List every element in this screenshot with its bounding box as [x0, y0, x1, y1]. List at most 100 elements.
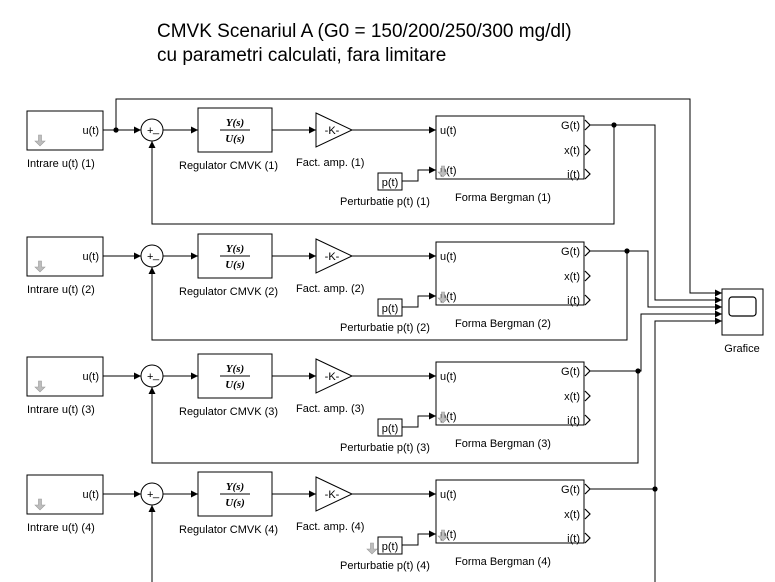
input-label-1: Intrare u(t) (1) [27, 158, 95, 170]
tf-numerator: Y(s) [226, 117, 244, 129]
tf-numerator: Y(s) [226, 243, 244, 255]
arrowhead [715, 289, 722, 297]
bergman-out-x: x(t) [564, 271, 580, 283]
sum-minus-sign: _ [152, 249, 160, 261]
wire-perturbation-2 [402, 295, 436, 308]
arrowhead [148, 505, 156, 512]
input-block-2[interactable]: u(t) [26, 236, 104, 277]
output-port-chevron [584, 390, 591, 402]
bergman-label-2: Forma Bergman (2) [455, 318, 551, 330]
output-port-chevron [584, 168, 591, 180]
wire-feedback-3 [151, 371, 639, 464]
tf-denominator: U(s) [225, 379, 245, 391]
arrowhead [715, 310, 722, 318]
input-label-3: Intrare u(t) (3) [27, 404, 95, 416]
tf-numerator: Y(s) [226, 363, 244, 375]
title-line-2: cu parametri calculati, fara limitare [157, 45, 447, 66]
wire-to-scope-2 [627, 250, 722, 308]
output-port-chevron [584, 483, 591, 495]
sum-plus-sign: + [147, 251, 153, 263]
arrowhead [429, 412, 436, 420]
arrowhead [429, 490, 436, 498]
down-arrow-icon [34, 380, 46, 393]
arrowhead [191, 126, 198, 134]
output-port-chevron [584, 294, 591, 306]
bergman-label-3: Forma Bergman (3) [455, 438, 551, 450]
output-port-chevron [584, 144, 591, 156]
bergman-out-g: G(t) [561, 246, 580, 258]
gain-name-1: Fact. amp. (1) [296, 157, 364, 169]
gain-name-4: Fact. amp. (4) [296, 521, 364, 533]
scope-screen-icon [728, 296, 757, 317]
bergman-out-g: G(t) [561, 120, 580, 132]
input-label-2: Intrare u(t) (2) [27, 284, 95, 296]
bergman-in-u: u(t) [440, 489, 457, 501]
bergman-in-u: u(t) [440, 251, 457, 263]
bergman-block-2[interactable] [435, 241, 585, 306]
input-port-label: u(t) [83, 371, 100, 383]
arrowhead [134, 126, 141, 134]
output-port-chevron [584, 532, 591, 544]
down-arrow-icon [437, 291, 449, 304]
regulator-label-2: Regulator CMVK (2) [179, 286, 278, 298]
arrowhead [148, 387, 156, 394]
input-block-2-body[interactable] [26, 236, 104, 277]
down-arrow-icon [34, 134, 46, 147]
bergman-block-4[interactable] [435, 479, 585, 544]
sum-plus-sign: + [147, 371, 153, 383]
bergman-out-x: x(t) [564, 391, 580, 403]
arrowhead [715, 296, 722, 304]
arrowhead [191, 490, 198, 498]
wire-feedback-2 [151, 251, 628, 341]
gain-label: -K- [325, 371, 340, 383]
perturbation-label-1: Perturbatie p(t) (1) [340, 196, 430, 208]
arrowhead [429, 372, 436, 380]
wire-perturbation-4 [402, 533, 436, 546]
bergman-block-1[interactable] [435, 115, 585, 180]
arrowhead [309, 372, 316, 380]
arrowhead [429, 166, 436, 174]
arrowhead [148, 267, 156, 274]
down-arrow-icon [366, 542, 378, 555]
gain-label: -K- [325, 251, 340, 263]
down-arrow-icon [437, 165, 449, 178]
wire-perturbation-3 [402, 415, 436, 428]
arrowhead [148, 141, 156, 148]
input-port-label: u(t) [83, 489, 100, 501]
wire-to-scope-4 [654, 320, 722, 489]
bergman-label-4: Forma Bergman (4) [455, 556, 551, 568]
perturbation-port: p(t) [382, 423, 399, 435]
output-port-chevron [584, 414, 591, 426]
perturbation-port: p(t) [382, 177, 399, 189]
output-port-chevron [584, 365, 591, 377]
bergman-out-x: x(t) [564, 145, 580, 157]
arrowhead [134, 490, 141, 498]
arrowhead [134, 252, 141, 260]
arrowhead [191, 252, 198, 260]
regulator-label-1: Regulator CMVK (1) [179, 160, 278, 172]
bergman-out-i: i(t) [567, 169, 580, 181]
bergman-out-g: G(t) [561, 366, 580, 378]
down-arrow-icon [437, 529, 449, 542]
diagram-title: CMVK Scenariul A (G0 = 150/200/250/300 m… [157, 20, 572, 68]
gain-name-3: Fact. amp. (3) [296, 403, 364, 415]
down-arrow-icon [34, 498, 46, 511]
bergman-block-3[interactable] [435, 361, 585, 426]
bergman-out-x: x(t) [564, 509, 580, 521]
arrowhead [191, 372, 198, 380]
input-label-4: Intrare u(t) (4) [27, 522, 95, 534]
perturbation-port: p(t) [382, 303, 399, 315]
regulator-label-3: Regulator CMVK (3) [179, 406, 278, 418]
input-port-label: u(t) [83, 125, 100, 137]
sum-plus-sign: + [147, 125, 153, 137]
tf-numerator: Y(s) [226, 481, 244, 493]
bergman-label-1: Forma Bergman (1) [455, 192, 551, 204]
output-port-chevron [584, 270, 591, 282]
gain-label: -K- [325, 125, 340, 137]
tf-denominator: U(s) [225, 259, 245, 271]
gain-name-2: Fact. amp. (2) [296, 283, 364, 295]
scope-block[interactable] [721, 288, 764, 336]
arrowhead [134, 372, 141, 380]
bergman-in-u: u(t) [440, 371, 457, 383]
regulator-label-4: Regulator CMVK (4) [179, 524, 278, 536]
